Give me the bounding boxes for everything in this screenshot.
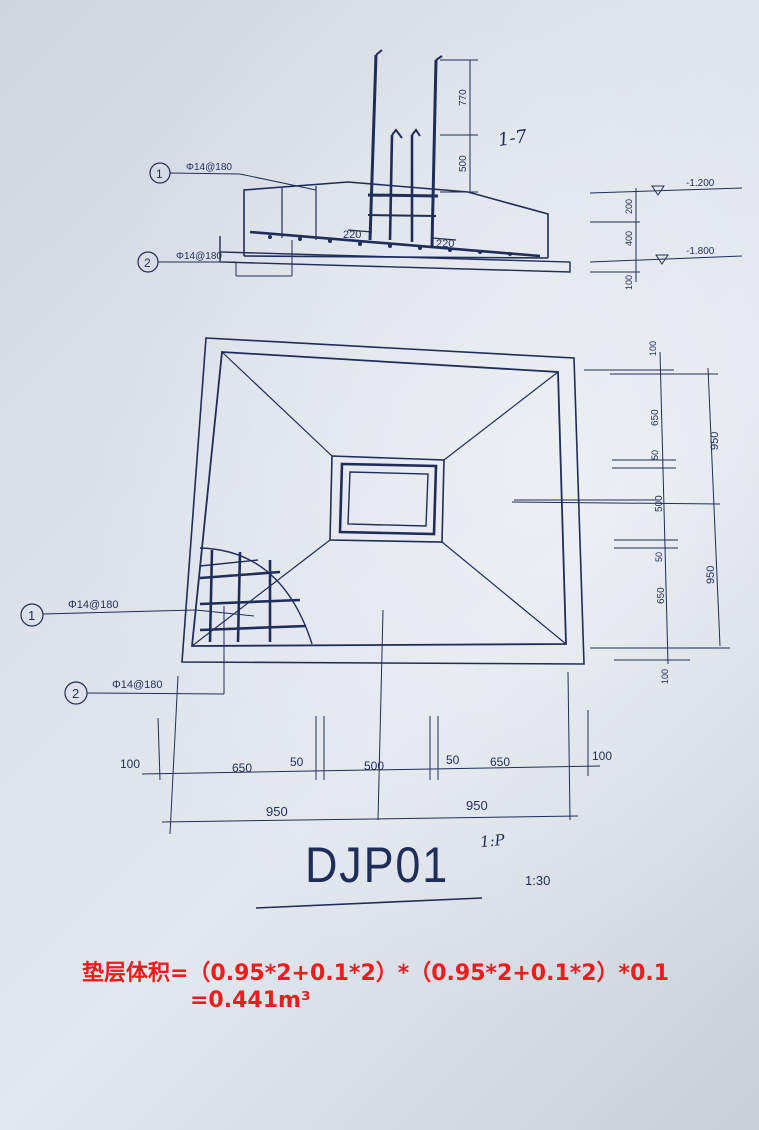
formula-line-1: 垫层体积=（0.95*2+0.1*2）*（0.95*2+0.1*2）*0.1 <box>82 961 670 986</box>
section-dim-500: 500 <box>458 155 469 172</box>
right-dim-5: 650 <box>656 587 667 604</box>
plan-callout1-text: Φ14@180 <box>68 599 119 611</box>
right-dim-3: 500 <box>654 495 665 512</box>
section-callout1-num: 1 <box>156 167 163 181</box>
bottom-dim-3: 500 <box>364 759 384 773</box>
level-bottom: -1.800 <box>686 246 715 257</box>
elev-dim-100: 100 <box>624 275 634 290</box>
plan-view: 1 Φ14@180 2 Φ14@180 100 650 50 500 50 65… <box>20 337 730 909</box>
section-dim-220-right: 220 <box>436 238 454 250</box>
plan-callout1-num: 1 <box>28 608 35 623</box>
section-dim-220-left: 220 <box>343 229 361 241</box>
bottom-dim-4: 50 <box>446 753 460 767</box>
right-dimensions <box>511 351 730 665</box>
rebar-grid <box>199 547 313 645</box>
plan-callout2-text: Φ14@180 <box>112 679 163 691</box>
elevation-scale: -1.200 -1.800 200 400 100 <box>589 178 743 290</box>
section-dim-770: 770 <box>458 89 469 106</box>
drawing-scale: 1:30 <box>525 873 551 888</box>
bottom-dim-1: 650 <box>232 761 252 775</box>
formula-line-2: =0.441m³ <box>190 988 311 1013</box>
plan-callout2-num: 2 <box>72 686 79 701</box>
right-dim-1: 650 <box>650 409 661 426</box>
bottom-total-0: 950 <box>266 804 288 819</box>
bottom-dim-6: 100 <box>592 749 612 763</box>
bottom-dim-0: 100 <box>120 757 140 771</box>
right-dim-4: 50 <box>654 552 664 562</box>
section-hand-note: 1-7 <box>496 126 529 151</box>
elev-dim-400: 400 <box>624 231 634 246</box>
section-callout2-text: Φ14@180 <box>176 251 222 262</box>
elev-dim-200: 200 <box>624 199 634 214</box>
right-total-1: 950 <box>705 566 717 584</box>
right-total-0: 950 <box>709 432 721 450</box>
bottom-dim-5: 650 <box>490 755 510 769</box>
title-hand-note: 1:P <box>479 830 506 852</box>
bottom-total-1: 950 <box>466 798 488 813</box>
section-view: 770 500 220 220 1 Φ14@180 2 Φ14@180 <box>137 49 571 277</box>
level-top: -1.200 <box>686 178 715 189</box>
rebar-dots <box>268 235 512 256</box>
right-dim-6: 100 <box>660 669 670 684</box>
section-callout2-num: 2 <box>144 256 151 270</box>
right-dim-0: 100 <box>648 341 658 356</box>
section-callout1-text: Φ14@180 <box>186 162 232 173</box>
right-dim-2: 50 <box>650 450 660 460</box>
bottom-dimensions <box>141 671 601 835</box>
drawing-title: DJP01 <box>305 837 450 893</box>
bottom-dim-2: 50 <box>290 755 304 769</box>
